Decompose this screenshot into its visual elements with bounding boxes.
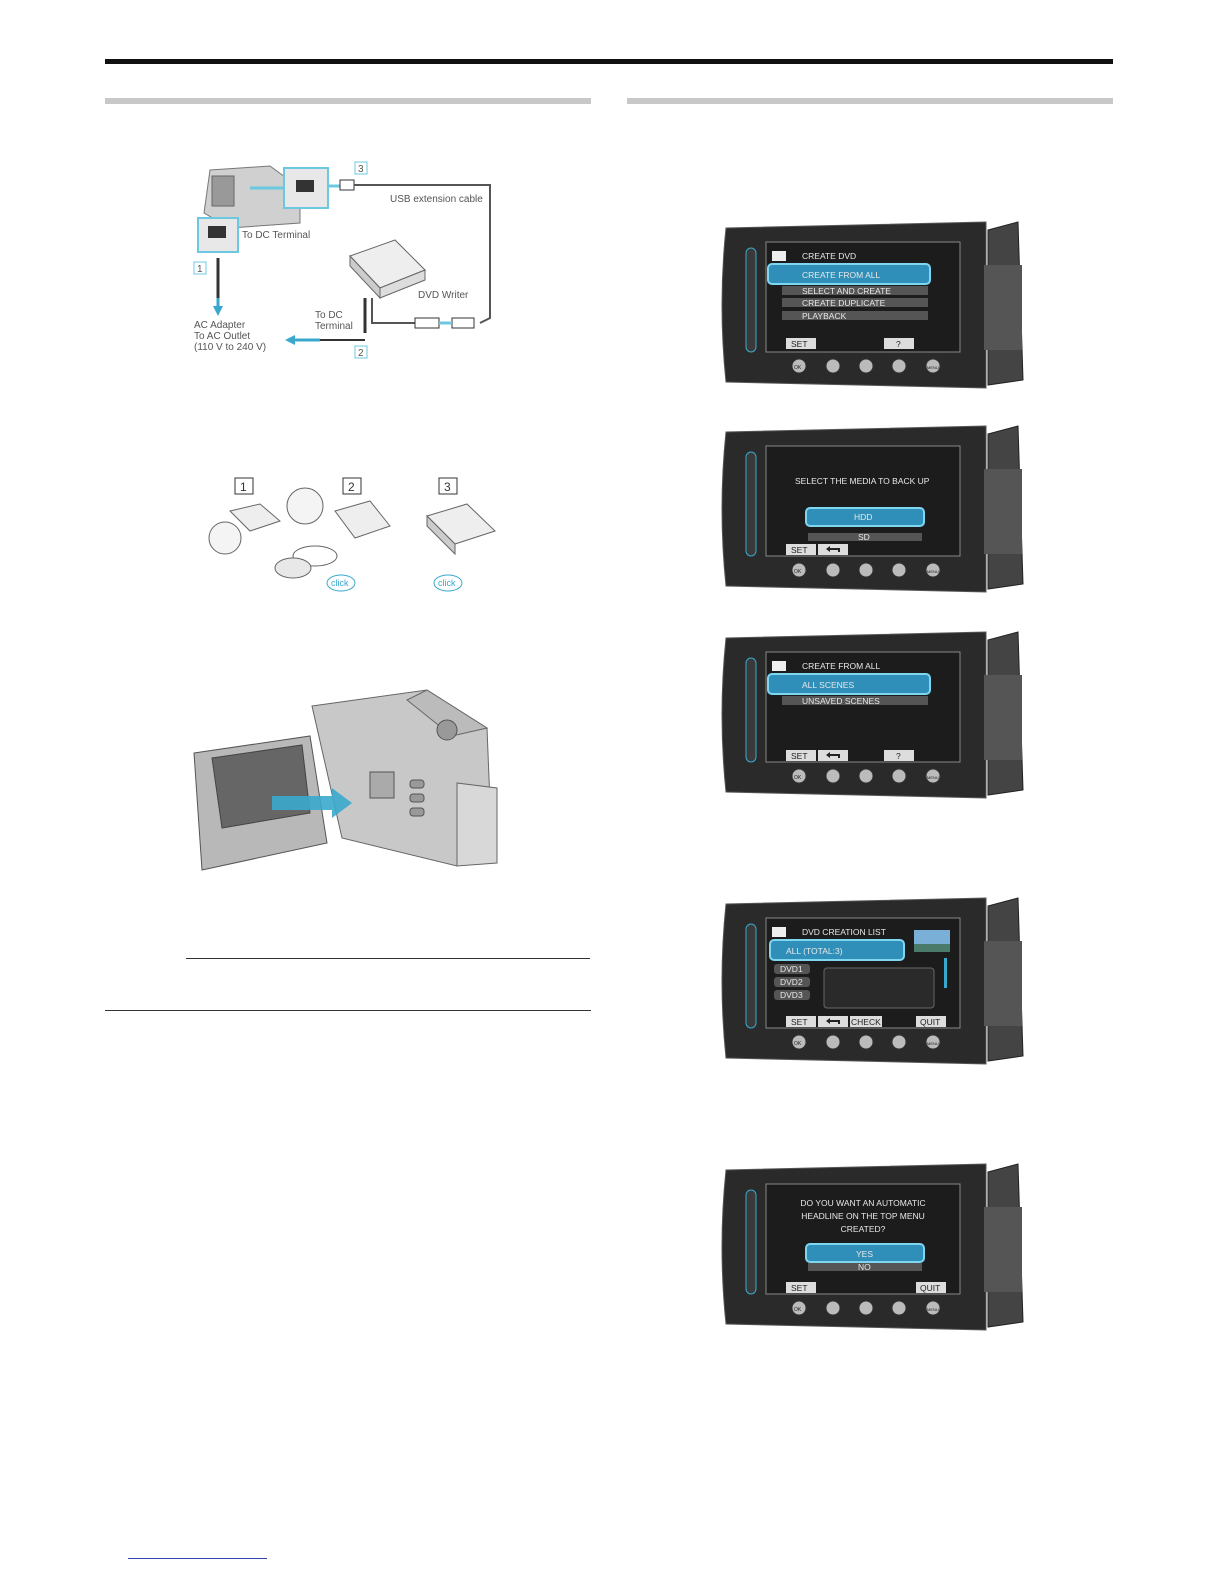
- back-arrow-icon: [826, 1018, 840, 1024]
- svg-text:MENU: MENU: [927, 569, 939, 574]
- connection-diagram: 1 2 3 USB extension cable To DC Terminal…: [190, 158, 530, 368]
- svg-text:OK: OK: [794, 775, 802, 781]
- svg-text:HDD: HDD: [854, 512, 872, 522]
- option-yes[interactable]: [805, 1243, 925, 1263]
- step-1: 1: [240, 480, 247, 494]
- check-button[interactable]: [850, 1016, 882, 1027]
- svg-text:MENU: MENU: [927, 1307, 939, 1312]
- disc-dvd1[interactable]: DVD1: [780, 964, 803, 974]
- marker-2: 2: [358, 348, 364, 359]
- prompt-line-2: HEADLINE ON THE TOP MENU: [801, 1211, 925, 1221]
- back-arrow-icon: [826, 752, 840, 758]
- svg-text:MENU: MENU: [927, 1041, 939, 1046]
- step-3: 3: [444, 480, 451, 494]
- ac-adapter-line-2: To AC Outlet: [194, 331, 250, 342]
- prompt-line-1: DO YOU WANT AN AUTOMATIC: [800, 1198, 925, 1208]
- ac-adapter-line-1: AC Adapter: [194, 320, 246, 331]
- svg-text:SET: SET: [791, 1283, 808, 1293]
- set-button[interactable]: [786, 544, 816, 555]
- ok-label: OK: [794, 365, 802, 371]
- camera-screen-create-from-all: OK MENU CREATE FROM ALL ALL SCENES UNSAV…: [718, 630, 1028, 800]
- quit-button[interactable]: [916, 1282, 946, 1293]
- svg-text:?: ?: [896, 339, 901, 349]
- help-button[interactable]: [884, 338, 914, 349]
- click-label-1: click: [331, 578, 349, 588]
- set-button[interactable]: [786, 750, 816, 761]
- option-hdd[interactable]: [805, 507, 925, 527]
- svg-text:ALL (TOTAL:3): ALL (TOTAL:3): [786, 946, 843, 956]
- screen-header: CREATE DVD: [802, 251, 856, 261]
- option-no[interactable]: NO: [858, 1262, 871, 1272]
- marker-3: 3: [358, 164, 364, 175]
- camera-screen-auto-headline: OK MENU DO YOU WANT AN AUTOMATIC HEADLIN…: [718, 1162, 1028, 1332]
- help-button[interactable]: [884, 750, 914, 761]
- svg-text:OK: OK: [794, 569, 802, 575]
- menu-item-unsaved-scenes[interactable]: UNSAVED SCENES: [802, 696, 880, 706]
- camera-screen-create-dvd: OK MENU CREATE DVD CREATE FROM ALL SELEC…: [718, 220, 1028, 390]
- disc-dvd3[interactable]: DVD3: [780, 990, 803, 1000]
- menu-item-create-duplicate[interactable]: CREATE DUPLICATE: [802, 298, 886, 308]
- svg-text:QUIT: QUIT: [920, 1283, 940, 1293]
- screen-header: CREATE FROM ALL: [802, 661, 881, 671]
- disc-insertion-diagram: 1 2 3 click click: [205, 476, 505, 596]
- svg-text:?: ?: [896, 751, 901, 761]
- dvd-dc-line-1: To DC: [315, 310, 343, 321]
- prompt-line-3: CREATED?: [841, 1224, 886, 1234]
- scrollbar[interactable]: [944, 958, 947, 988]
- menu-label: MENU: [927, 365, 939, 370]
- camera-screen-select-media: OK MENU SELECT THE MEDIA TO BACK UP SD H…: [718, 424, 1028, 594]
- menu-item-select-and-create[interactable]: SELECT AND CREATE: [802, 286, 891, 296]
- set-button[interactable]: [786, 338, 816, 349]
- svg-text:CHECK: CHECK: [851, 1017, 881, 1027]
- svg-text:SET: SET: [791, 339, 808, 349]
- note-rule: [186, 958, 590, 959]
- page-top-rule: [105, 59, 1113, 64]
- camera-screen-dvd-creation-list: OK MENU DVD CREATION LIST ALL (TOTAL:3) …: [718, 896, 1028, 1066]
- screen-header: DVD CREATION LIST: [802, 927, 886, 937]
- svg-text:MENU: MENU: [927, 775, 939, 780]
- svg-text:SET: SET: [791, 545, 808, 555]
- left-section-bar: [105, 98, 591, 104]
- marker-1: 1: [197, 264, 203, 275]
- dvd-dc-line-2: Terminal: [315, 321, 353, 332]
- camcorder-open-monitor-illustration: [192, 688, 502, 876]
- quit-button[interactable]: [916, 1016, 946, 1027]
- click-label-2: click: [438, 578, 456, 588]
- dc-terminal-label: To DC Terminal: [242, 230, 310, 241]
- svg-text:OK: OK: [794, 1041, 802, 1047]
- back-arrow-icon: [826, 546, 840, 552]
- right-section-bar: [627, 98, 1113, 104]
- set-button[interactable]: [786, 1282, 816, 1293]
- svg-text:OK: OK: [794, 1307, 802, 1313]
- menu-item-all-scenes[interactable]: [767, 673, 931, 695]
- usb-cable-label: USB extension cable: [390, 194, 483, 205]
- ac-adapter-line-3: (110 V to 240 V): [194, 342, 266, 353]
- svg-text:ALL SCENES: ALL SCENES: [802, 680, 854, 690]
- disc-dvd2[interactable]: DVD2: [780, 977, 803, 987]
- svg-text:SET: SET: [791, 751, 808, 761]
- svg-text:SET: SET: [791, 1017, 808, 1027]
- svg-text:CREATE FROM ALL: CREATE FROM ALL: [802, 270, 881, 280]
- svg-text:QUIT: QUIT: [920, 1017, 940, 1027]
- menu-item-create-from-all[interactable]: [767, 263, 931, 285]
- set-button[interactable]: [786, 1016, 816, 1027]
- dvd-writer-label: DVD Writer: [418, 290, 469, 301]
- menu-item-playback[interactable]: PLAYBACK: [802, 311, 847, 321]
- option-sd[interactable]: SD: [858, 532, 870, 542]
- svg-text:YES: YES: [856, 1249, 873, 1259]
- footer-link-underline[interactable]: [128, 1558, 267, 1559]
- all-scenes-row[interactable]: [769, 939, 905, 961]
- step-2: 2: [348, 480, 355, 494]
- section-end-rule: [105, 1010, 591, 1011]
- disc-preview-panel: [823, 967, 935, 1009]
- media-prompt: SELECT THE MEDIA TO BACK UP: [795, 476, 930, 486]
